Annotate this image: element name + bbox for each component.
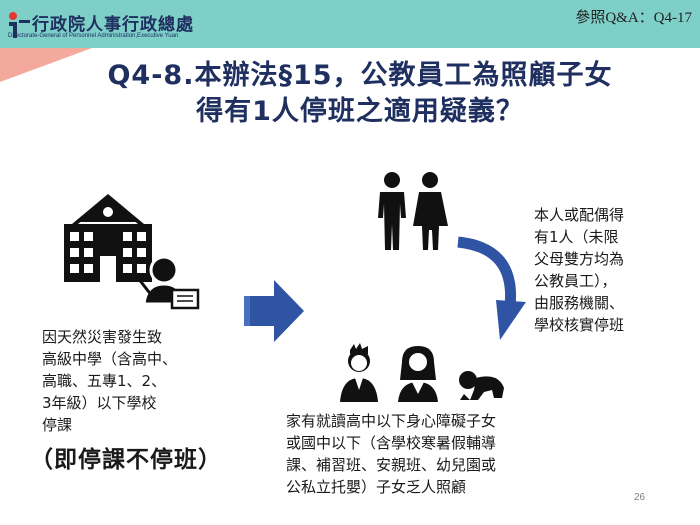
title-line-2: 得有1人停班之適用疑義？ [196, 96, 524, 127]
reference-label: 參照Q&A：Q4-17 [575, 10, 692, 26]
right-text-line: 父母雙方均為 [534, 250, 625, 268]
title-line-1: Q4-8.本辦法§15，公教員工為照顧子女 [107, 60, 613, 91]
left-emphasis-text: （即停課不停班） [30, 447, 222, 473]
org-name: 行政院人事行政總處 [32, 15, 194, 35]
children-icons [340, 343, 504, 402]
crawling-baby-icon [459, 371, 504, 400]
right-arrow-icon [244, 280, 304, 342]
right-text-line: 公教員工）， [534, 272, 617, 290]
org-logo-icon [9, 12, 30, 38]
left-text-line: 停課 [42, 416, 73, 434]
bottom-condition-text: 家有就讀高中以下身心障礙子女 或國中以下（含學校寒暑假輔導 課、補習班、安親班、… [286, 410, 568, 498]
page-number: 26 [634, 492, 646, 503]
bottom-text-line: 或國中以下（含學校寒暑假輔導 [286, 434, 497, 452]
right-text-line: 本人或配偶得 [534, 206, 625, 224]
teacher-board-icon [136, 255, 200, 310]
boy-icon [340, 343, 378, 402]
curved-arrow-icon [457, 236, 526, 340]
page-title: Q4-8.本辦法§15，公教員工為照顧子女 得有1人停班之適用疑義？ [40, 58, 680, 130]
left-text-line: 高級中學（含高中、 [42, 350, 178, 368]
header-band [0, 0, 700, 48]
bottom-text-line: 課、補習班、安親班、幼兒園或 [286, 456, 497, 474]
right-text-line: 由服務機關、 [534, 294, 625, 312]
girl-icon [398, 346, 438, 402]
left-text-line: 高職、五專1、2、 [42, 372, 167, 390]
left-condition-text: 因天然災害發生致 高級中學（含高中、 高職、五專1、2、 3年級）以下學校 停課 [42, 326, 232, 436]
bottom-text-line: 公私立托嬰）子女乏人照顧 [286, 478, 467, 496]
school-building-icon [64, 194, 200, 310]
left-text-line: 因天然災害發生致 [42, 328, 163, 346]
parents-icon [378, 172, 448, 250]
bottom-text-line: 家有就讀高中以下身心障礙子女 [286, 412, 497, 430]
right-condition-text: 本人或配偶得 有1人（未限 父母雙方均為 公教員工）， 由服務機關、 學校核實停… [534, 204, 666, 336]
org-english-name: Directorate-General of Personnel Adminis… [8, 33, 179, 39]
right-text-line: 有1人（未限 [534, 228, 619, 246]
right-text-line: 學校核實停班 [534, 316, 625, 334]
left-text-line: 3年級）以下學校 [42, 394, 157, 412]
